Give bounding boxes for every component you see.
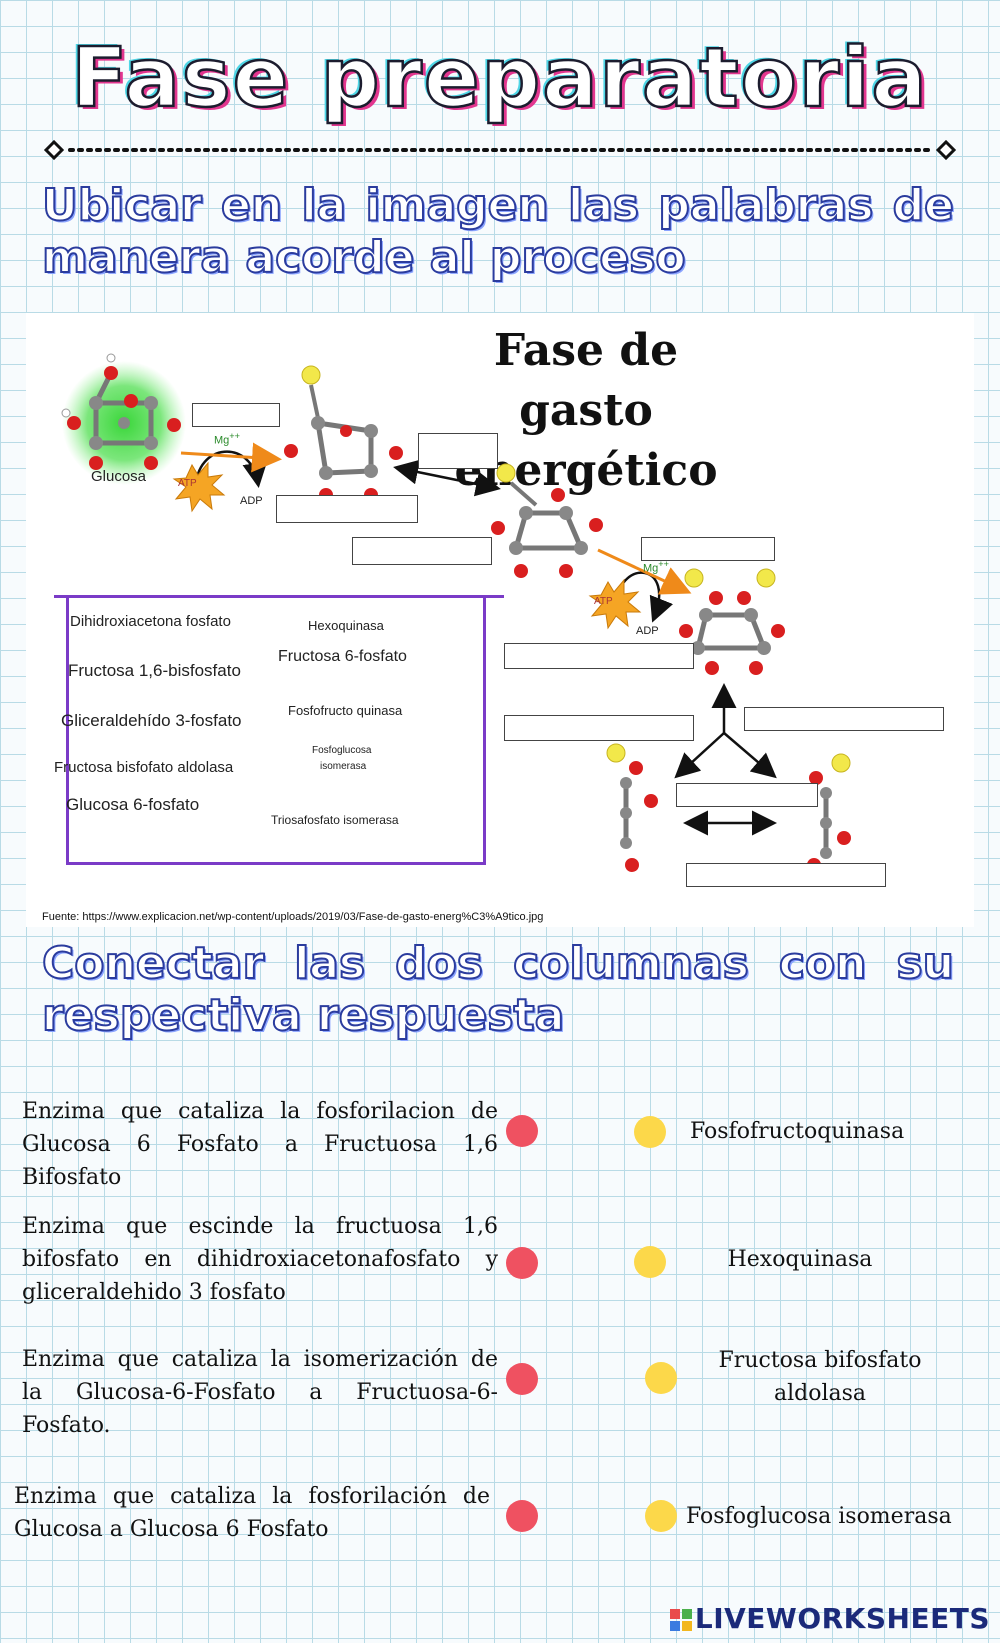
f16bp-molecule (679, 568, 785, 675)
answer-box-6[interactable] (504, 643, 694, 669)
adp-label: ADP (240, 495, 263, 507)
instruction-locate-words: Ubicar en la imagen las palabras de mane… (41, 179, 955, 284)
answer-line: Fosfofructoquinasa (690, 1119, 905, 1144)
word-bank-item: Fructosa 1,6-bisfosfato (68, 661, 241, 680)
word-bank-item: Fructosa 6-fosfato (278, 648, 407, 665)
question-line: Enzima que cataliza la isomerización de (22, 1347, 498, 1372)
logo-squares-icon (669, 1608, 695, 1632)
answer-line: aldolasa (773, 1381, 867, 1406)
question-line: Glucosa 6 Fosfato a Fructuosa 1,6 (22, 1132, 498, 1157)
question-line: Enzima que cataliza la fosforilación de (14, 1484, 490, 1509)
question-1: Enzima que cataliza la fosforilacion de … (22, 1095, 498, 1194)
answer-box-7[interactable] (504, 715, 694, 741)
answer-box-10[interactable] (686, 863, 886, 887)
answer-box-9[interactable] (676, 783, 818, 807)
question-2: Enzima que escinde la fructuosa 1,6 bifo… (22, 1210, 498, 1309)
word-bank-item: Glucosa 6-fosfato (66, 795, 200, 814)
question-2-connector[interactable] (506, 1247, 538, 1279)
question-line: Bifosfato (22, 1165, 122, 1190)
question-4: Enzima que cataliza la fosforilación de … (14, 1480, 490, 1546)
answer-4-connector[interactable] (645, 1500, 677, 1532)
instruction-connect-columns: Conectar las dos columnas con su respect… (41, 937, 955, 1042)
word-bank-item: isomerasa (320, 761, 367, 772)
word-bank-item: Fosfofructo quinasa (288, 703, 403, 718)
answer-3-connector[interactable] (645, 1362, 677, 1394)
answer-box-8[interactable] (744, 707, 944, 731)
question-line: gliceraldehido 3 fosfato (22, 1280, 286, 1305)
glucose-molecule (61, 353, 181, 470)
answer-2-connector[interactable] (634, 1246, 666, 1278)
adp-label: ADP (636, 625, 659, 637)
question-3: Enzima que cataliza la isomerización de … (22, 1343, 498, 1442)
instruction-line: manera acorde al proceso (41, 231, 687, 284)
answer-line: Hexoquinasa (727, 1247, 873, 1272)
word-bank-item: Dihidroxiacetona fosfato (70, 613, 231, 630)
answer-box-4[interactable] (352, 537, 492, 565)
instruction-line: respectiva respuesta (41, 989, 565, 1042)
f6p-molecule (491, 463, 603, 578)
instruction-line: Ubicar en la imagen las palabras de (41, 179, 955, 232)
word-bank-item: Hexoquinasa (308, 618, 384, 633)
mg-label: Mg++ (643, 559, 669, 575)
answer-box-1[interactable] (192, 403, 280, 427)
answer-1-connector[interactable] (634, 1116, 666, 1148)
title-divider (44, 140, 956, 160)
word-bank-item: Triosafosfato isomerasa (271, 813, 399, 827)
gap-molecule (807, 753, 851, 872)
mg-label-text: Mg (214, 434, 230, 447)
word-bank-item: Fructosa bisfofato aldolasa (54, 759, 234, 776)
logo-text: LIVEWORKSHEETS (694, 1602, 990, 1635)
answer-line: Fructosa bifosfato (718, 1348, 922, 1373)
answer-1: Fosfofructoquinasa (690, 1115, 950, 1148)
liveworksheets-logo: LIVEWORKSHEETS (669, 1602, 990, 1635)
question-line: la Glucosa-6-Fosfato a Fructuosa-6- (22, 1380, 498, 1405)
atp-label: ATP (594, 596, 613, 607)
answer-box-2[interactable] (418, 433, 498, 469)
answer-box-3[interactable] (276, 495, 418, 523)
glucose-label: Glucosa (91, 468, 147, 485)
question-line: Enzima que cataliza la fosforilacion de (22, 1099, 498, 1124)
word-bank (66, 595, 486, 865)
answer-2: Hexoquinasa (690, 1243, 910, 1276)
mg-label: Mg++ (214, 431, 240, 447)
word-bank-item: Fosfoglucosa (312, 745, 372, 756)
answer-box-5[interactable] (641, 537, 775, 561)
molecule-illustration (61, 353, 851, 872)
question-line: bifosfato en dihidroxiacetonafosfato y (22, 1247, 498, 1272)
question-line: Enzima que escinde la fructuosa 1,6 (22, 1214, 498, 1239)
word-bank-item: Gliceraldehído 3-fosfato (61, 711, 242, 730)
mg-label-text: Mg (643, 562, 659, 575)
dhap-molecule (606, 743, 658, 872)
question-4-connector[interactable] (506, 1500, 538, 1532)
question-line: Glucosa a Glucosa 6 Fosfato (14, 1517, 329, 1542)
atp-label: ATP (178, 478, 197, 489)
g6p-molecule (284, 365, 403, 502)
question-1-connector[interactable] (506, 1115, 538, 1147)
glycolysis-diagram: Fase de gasto energético (26, 313, 974, 927)
question-line: Fosfato. (22, 1413, 111, 1438)
answer-line: Fosfoglucosa isomerasa (686, 1504, 952, 1529)
question-3-connector[interactable] (506, 1363, 538, 1395)
word-bank-border-top (54, 595, 504, 598)
diagram-title-line: Fase de gasto (493, 325, 679, 436)
page-title: Fase preparatoria (70, 31, 929, 126)
diagram-title: Fase de gasto energético (426, 321, 746, 501)
instruction-line: Conectar las dos columnas con su (41, 937, 955, 990)
source-link[interactable]: Fuente: https://www.explicacion.net/wp-c… (42, 911, 544, 923)
answer-3: Fructosa bifosfato aldolasa (700, 1344, 940, 1410)
answer-4: Fosfoglucosa isomerasa (686, 1500, 986, 1533)
